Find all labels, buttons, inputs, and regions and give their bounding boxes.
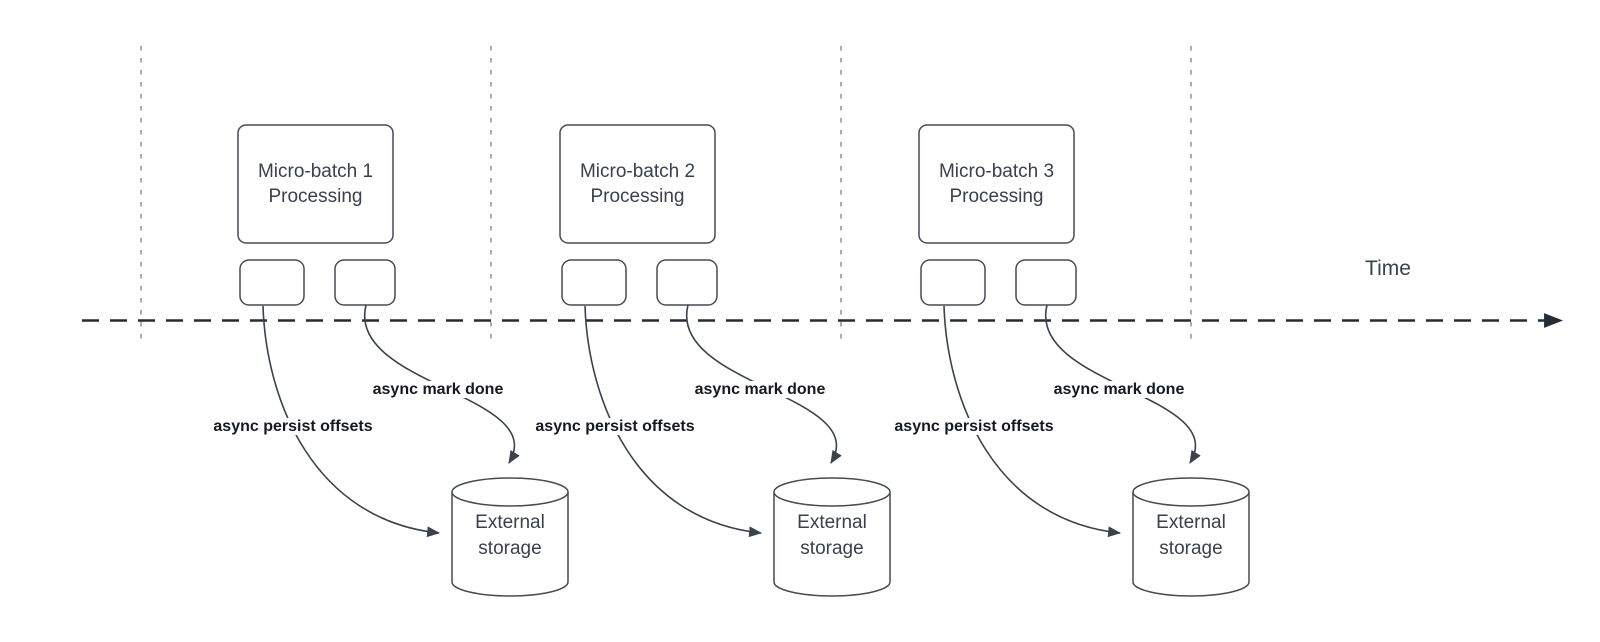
batch-column-1: [237, 124, 569, 597]
storage-cylinder-top: [1132, 477, 1250, 507]
processing-box-shape: [918, 124, 1075, 244]
external-storage-label: External storage: [797, 512, 867, 559]
persist-offsets-arrow: [584, 305, 763, 538]
persist-offsets-label-text: async persist offsets: [210, 418, 376, 435]
done-task-rect: [1015, 259, 1077, 306]
offset-task-rect: [561, 259, 627, 306]
storage-cylinder-body: [1132, 492, 1250, 597]
external-storage-label: External storage: [1156, 512, 1226, 559]
done-task-rect: [656, 259, 718, 306]
processing-box-shape: [237, 124, 394, 244]
time-axis-label: Time: [1365, 257, 1411, 280]
storage-cylinder-top: [773, 477, 891, 507]
mark-done-label-text: async mark done: [691, 381, 829, 398]
processing-box-label: Micro-batch 1 Processing: [257, 161, 374, 207]
batch-column-3: [918, 124, 1250, 597]
mark-done-label: async mark done: [650, 380, 870, 400]
mark-done-label: async mark done: [328, 380, 548, 400]
batch-column-2: [559, 124, 891, 597]
persist-offsets-label: async persist offsets: [864, 417, 1084, 437]
persist-offsets-arrow: [262, 305, 441, 538]
offset-task-rect: [920, 259, 986, 306]
mark-done-label-text: async mark done: [1050, 381, 1188, 398]
persist-offsets-label-text: async persist offsets: [891, 418, 1057, 435]
processing-box-label: Micro-batch 3 Processing: [938, 161, 1055, 207]
persist-offsets-label: async persist offsets: [183, 417, 403, 437]
persist-offsets-arrow: [943, 305, 1122, 538]
processing-box-shape: [559, 124, 716, 244]
mark-done-label: async mark done: [1009, 380, 1229, 400]
storage-cylinder-body: [773, 492, 891, 597]
external-storage-label: External storage: [475, 512, 545, 559]
done-task-rect: [334, 259, 396, 306]
processing-box-label: Micro-batch 2 Processing: [579, 161, 696, 207]
offset-task-rect: [239, 259, 305, 306]
persist-offsets-label-text: async persist offsets: [532, 418, 698, 435]
storage-cylinder-top: [451, 477, 569, 507]
mark-done-label-text: async mark done: [369, 381, 507, 398]
storage-cylinder-body: [451, 492, 569, 597]
batch-interval-guides: [140, 46, 1192, 341]
persist-offsets-label: async persist offsets: [505, 417, 725, 437]
